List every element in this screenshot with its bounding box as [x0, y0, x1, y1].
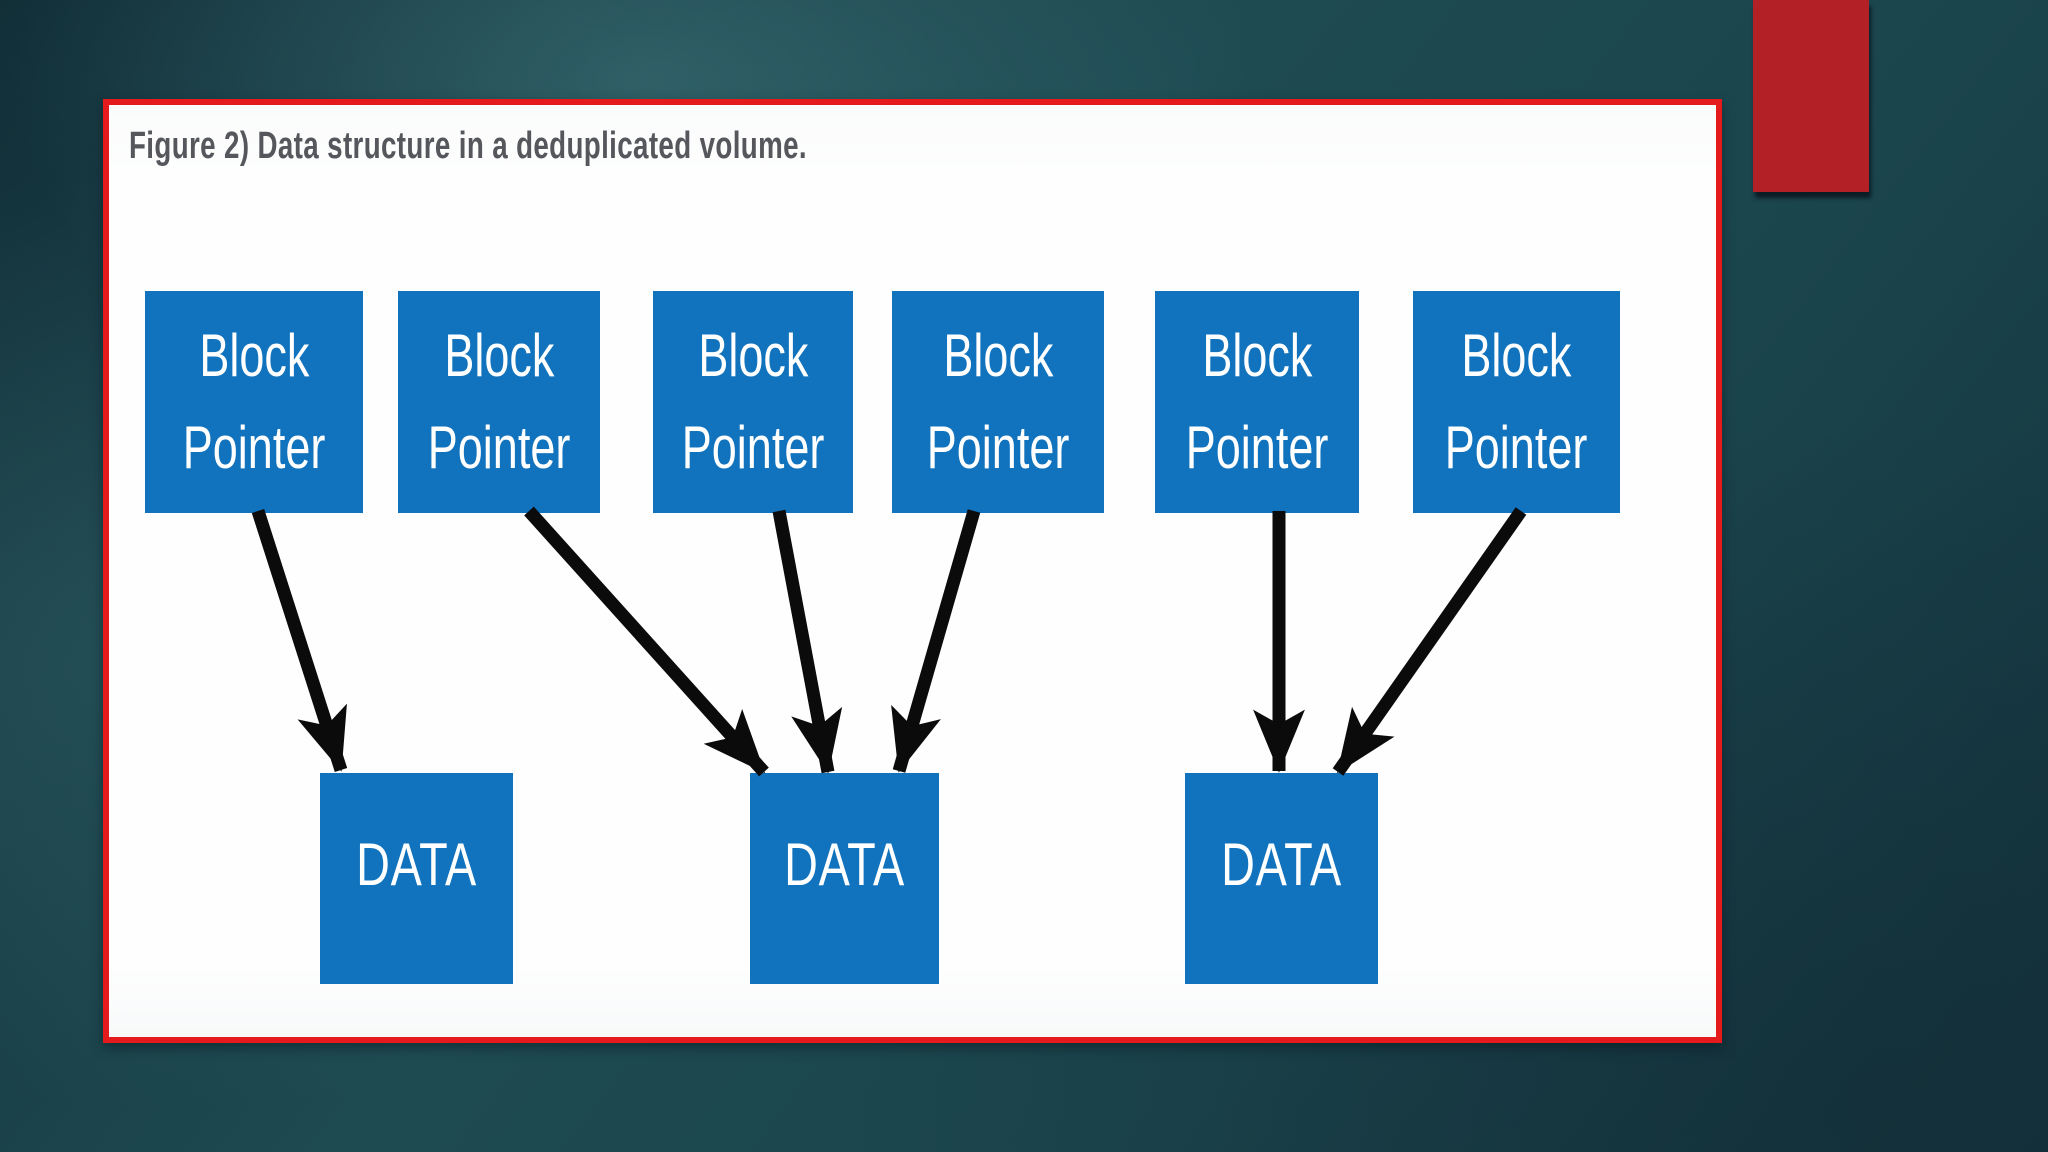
block-pointer-node-6: Block Pointer: [1413, 291, 1620, 513]
block-pointer-label-line1: Block: [697, 322, 809, 389]
block-pointer-label-line1: Block: [1461, 322, 1572, 389]
block-pointer-node-1: Block Pointer: [145, 291, 363, 513]
block-pointer-node-5: Block Pointer: [1155, 291, 1359, 513]
slide-accent-bar: [1753, 0, 1869, 192]
block-pointer-label-line2: Pointer: [182, 414, 326, 481]
block-pointer-label-line1: Block: [942, 322, 1054, 389]
data-label: DATA: [1221, 830, 1342, 898]
block-pointer-label-line1: Block: [443, 322, 555, 389]
block-pointer-label-line1: Block: [1201, 322, 1313, 389]
block-pointer-label-line2: Pointer: [427, 414, 571, 481]
data-node-1: DATA: [320, 773, 513, 984]
data-node-3: DATA: [1185, 773, 1378, 984]
block-pointer-node-2: Block Pointer: [398, 291, 600, 513]
block-pointer-label-line2: Pointer: [926, 414, 1070, 481]
block-pointer-node-3: Block Pointer: [653, 291, 853, 513]
block-pointer-label-line2: Pointer: [1445, 414, 1588, 481]
data-label: DATA: [784, 830, 905, 898]
data-label: DATA: [356, 830, 477, 898]
block-pointer-label-line1: Block: [198, 322, 310, 389]
data-node-2: DATA: [750, 773, 939, 984]
block-pointer-label-line2: Pointer: [681, 414, 825, 481]
figure-caption: Figure 2) Data structure in a deduplicat…: [129, 125, 807, 167]
block-pointer-label-line2: Pointer: [1185, 414, 1329, 481]
block-pointer-node-4: Block Pointer: [892, 291, 1104, 513]
